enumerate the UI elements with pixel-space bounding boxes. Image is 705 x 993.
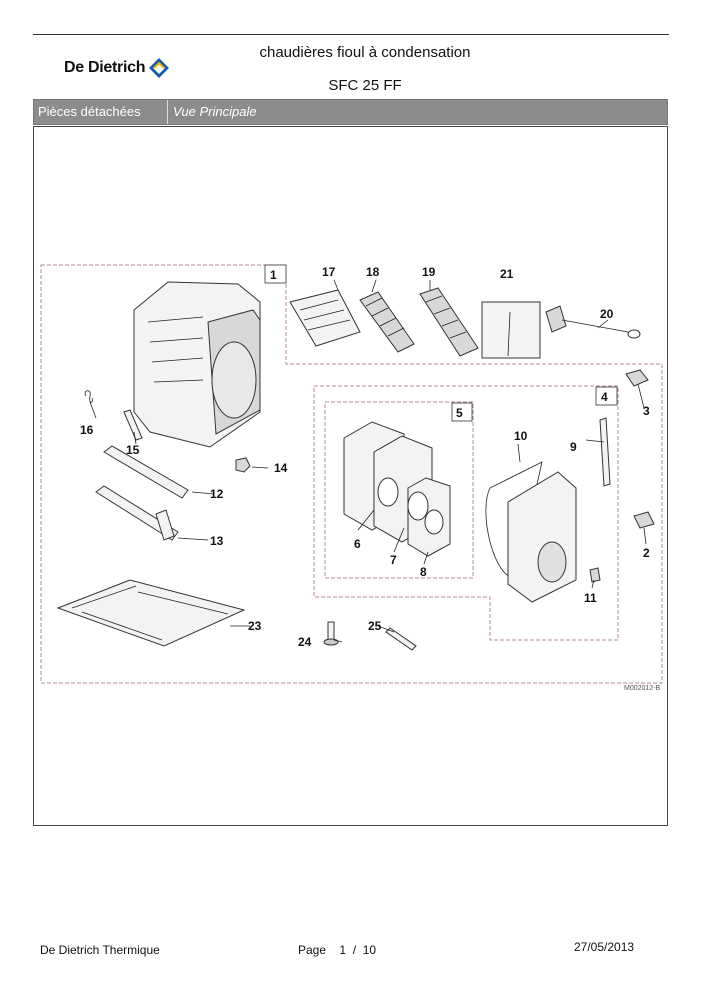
- section-header-bar: Pièces détachées Vue Principale: [33, 99, 668, 125]
- group-4-box: [595, 386, 618, 406]
- callout-label: 16: [80, 423, 94, 437]
- group-5-box: [451, 402, 473, 422]
- callout-label: 11: [584, 591, 597, 605]
- leader-lines: [89, 279, 647, 643]
- page-current: 1: [339, 943, 347, 957]
- callout-label: 25: [368, 619, 382, 633]
- callout-label: 21: [500, 267, 514, 281]
- pin-part-15: [123, 409, 143, 441]
- group-4-boundary: [313, 385, 619, 641]
- page-indicator: Page 1 / 10: [298, 943, 376, 957]
- cleaning-brush-20: [545, 305, 641, 339]
- callout-label: 1: [270, 268, 277, 282]
- callout-label: 12: [210, 487, 224, 501]
- manifold-part-13: [95, 485, 179, 541]
- strap-part-9: [599, 417, 611, 487]
- burner-door-assembly-10: [485, 461, 577, 603]
- callout-label: 8: [420, 565, 427, 579]
- section-divider: [167, 100, 168, 124]
- diagram-frame: [33, 126, 668, 826]
- callout-label: 13: [210, 534, 224, 548]
- callout-label: 3: [643, 404, 650, 418]
- baffle-part-19: [419, 287, 479, 357]
- header-rule: [33, 34, 669, 35]
- clip-part-11: [589, 567, 601, 583]
- callout-label: 6: [354, 537, 361, 551]
- bracket-part-2: [633, 511, 655, 529]
- callout-label: 4: [601, 390, 608, 404]
- page-label: Page: [298, 943, 327, 957]
- parts-bag-21: [481, 301, 541, 359]
- callout-label: 7: [390, 553, 397, 567]
- insulation-plates-6-7-8: [343, 421, 451, 557]
- footer-company: De Dietrich Thermique: [40, 943, 160, 957]
- document-model: SFC 25 FF: [328, 77, 402, 94]
- screw-part-24: [323, 621, 339, 646]
- callout-label: 19: [422, 265, 436, 279]
- callout-label: 10: [514, 429, 528, 443]
- rod-part-25: [385, 627, 417, 651]
- callout-label: 9: [570, 440, 577, 454]
- diamond-logo-icon: [149, 58, 170, 78]
- group-5-boundary: [324, 401, 474, 579]
- callout-label: 24: [298, 635, 312, 649]
- nut-part-14: [235, 457, 251, 473]
- grille-part-17: [289, 289, 361, 347]
- callout-label: 23: [248, 619, 262, 633]
- outer-boundary: [40, 264, 663, 684]
- callout-label: 15: [126, 443, 140, 457]
- section-view-name: Vue Principale: [173, 104, 257, 119]
- heat-exchanger-part: [133, 281, 261, 448]
- brand-logo: De Dietrich: [64, 55, 174, 81]
- callout-label: 20: [600, 307, 614, 321]
- baffle-part-18: [359, 291, 415, 353]
- callout-labels: 1 2 3 4 5 6 7 8 9 10 11 12 13 14 15 16 1…: [80, 265, 650, 649]
- callout-label: 17: [322, 265, 336, 279]
- callout-label: 5: [456, 406, 463, 420]
- brand-name: De Dietrich: [64, 59, 146, 76]
- footer-date: 27/05/2013: [574, 940, 635, 954]
- exploded-parts-diagram: 1 2 3 4 5 6 7 8 9 10 11 12 13 14 15 16 1…: [40, 264, 663, 692]
- callout-label: 14: [274, 461, 288, 475]
- callout-label: 2: [643, 546, 650, 560]
- mounting-frame-23: [56, 579, 246, 647]
- bracket-part-3: [625, 369, 649, 387]
- diagram-reference-code: M002012-B: [624, 685, 661, 692]
- clip-part-16: [84, 390, 93, 403]
- tube-part-12: [103, 445, 189, 499]
- group-1-box: [264, 264, 287, 284]
- page-total: 10: [362, 943, 377, 957]
- section-label: Pièces détachées: [38, 104, 141, 119]
- callout-label: 18: [366, 265, 380, 279]
- document-title: chaudières fioul à condensation: [259, 44, 471, 61]
- page-separator: /: [352, 943, 357, 957]
